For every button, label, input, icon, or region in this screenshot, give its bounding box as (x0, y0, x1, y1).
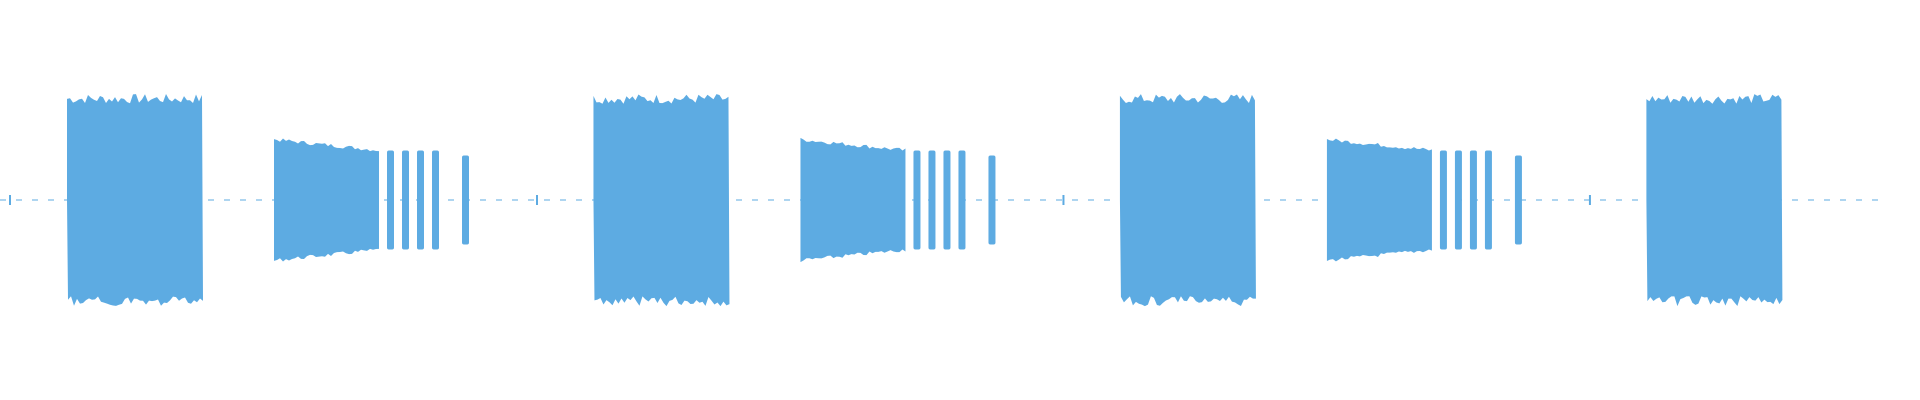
pulse-2-1 (913, 150, 921, 250)
pulse-1-1 (387, 150, 394, 250)
loud-block-4-shape (1646, 94, 1783, 307)
pulse-3-4 (1484, 150, 1492, 250)
pulse-2-5 (988, 155, 996, 245)
pulse-3-1 (1439, 150, 1447, 250)
pulse-3-3 (1469, 150, 1477, 250)
pulse-1-4 (432, 150, 439, 250)
waveform-segments (9, 93, 1783, 307)
loud-block-1 (67, 93, 203, 306)
loud-block-3-shape (1119, 94, 1256, 307)
loud-block-3 (1119, 94, 1256, 307)
pulse-3-2 (1454, 150, 1462, 250)
medium-block-1-shape (274, 138, 379, 262)
medium-block-3-shape (1326, 138, 1432, 262)
loud-block-2 (593, 94, 730, 307)
pulse-1-5 (462, 155, 469, 245)
pulse-2-2 (928, 150, 936, 250)
pulse-3-5 (1514, 155, 1522, 245)
loud-block-4 (1646, 94, 1783, 307)
loud-block-2-shape (593, 94, 730, 307)
pulse-2-3 (943, 150, 951, 250)
pulse-1-2 (402, 150, 409, 250)
pulse-2-4 (958, 150, 966, 250)
medium-block-1 (274, 138, 379, 262)
pulse-1-3 (417, 150, 424, 250)
loud-block-1-shape (67, 93, 203, 306)
medium-block-3 (1326, 138, 1432, 262)
medium-block-2-shape (800, 137, 906, 263)
medium-block-2 (800, 137, 906, 263)
